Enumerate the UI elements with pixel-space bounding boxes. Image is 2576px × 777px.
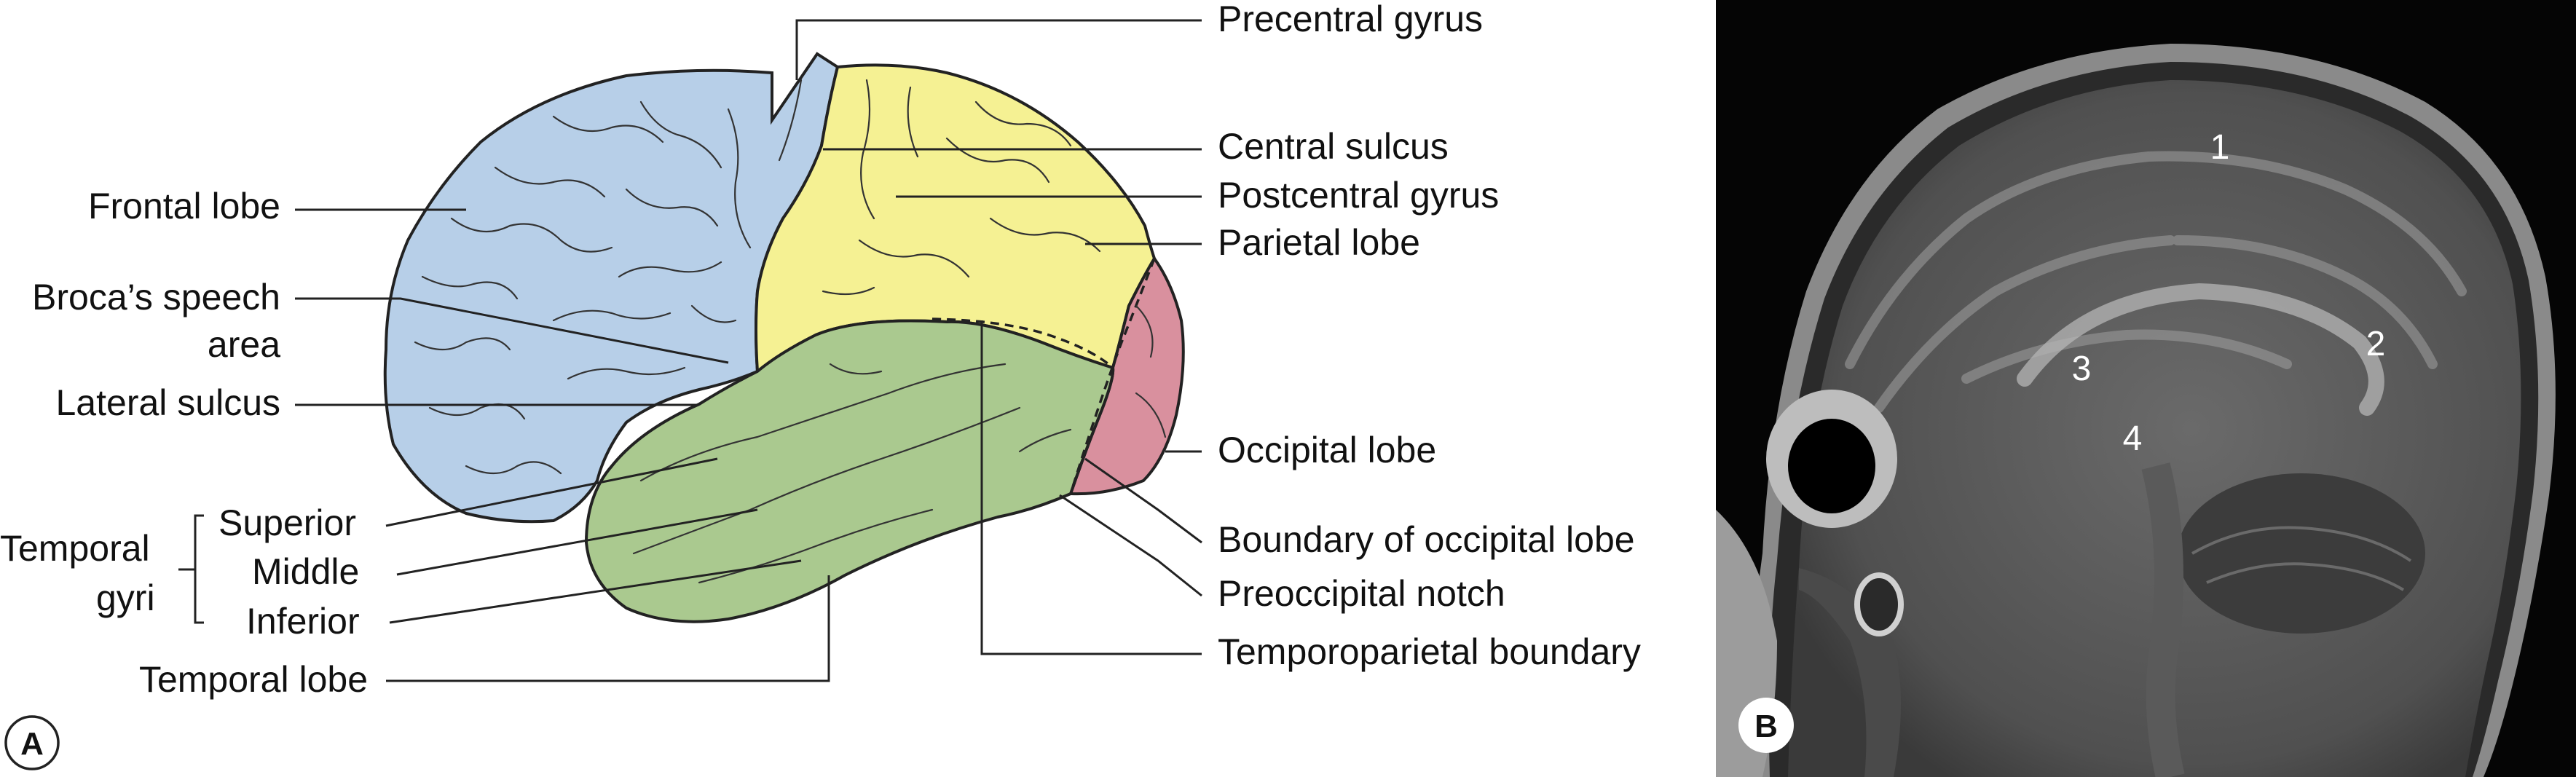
panel-b-mri: 1 2 3 4 B	[1716, 0, 2576, 777]
label-inferior: Inferior	[246, 601, 360, 642]
label-superior: Superior	[218, 502, 356, 543]
label-central-sulcus: Central sulcus	[1218, 126, 1449, 167]
label-precentral-gyrus: Precentral gyrus	[1218, 0, 1483, 39]
label-middle: Middle	[252, 551, 359, 592]
mri-label-4: 4	[2123, 419, 2143, 458]
mri-orbit	[1766, 390, 1897, 528]
label-boundary-occipital-lobe: Boundary of occipital lobe	[1218, 519, 1635, 560]
mri-label-1: 1	[2210, 128, 2230, 167]
label-temporal-gyri-line2: gyri	[96, 577, 155, 618]
leader-lines	[178, 19, 1202, 682]
panel-a-badge: A	[4, 715, 60, 770]
mri-white-matter	[1845, 151, 2467, 413]
panel-a: Precentral gyrus Central sulcus Postcent…	[0, 0, 1641, 770]
mri-corpus-callosum	[2017, 283, 2384, 416]
label-preoccipital-notch: Preoccipital notch	[1218, 573, 1505, 614]
mri-label-3: 3	[2072, 350, 2092, 388]
mri-cerebellum	[2141, 462, 2425, 777]
label-lateral-sulcus: Lateral sulcus	[56, 382, 281, 423]
label-broca-line2: area	[208, 324, 280, 365]
panel-b-badge: B	[1738, 698, 1794, 753]
occipital-lobe-region	[1068, 256, 1185, 496]
badge-b-text: B	[1754, 709, 1778, 744]
label-parietal-lobe: Parietal lobe	[1218, 222, 1420, 263]
mri-label-2: 2	[2366, 325, 2386, 363]
label-postcentral-gyrus: Postcentral gyrus	[1218, 175, 1499, 216]
label-temporal-gyri-line1: Temporal	[0, 528, 150, 569]
badge-a-text: A	[20, 726, 44, 762]
parieto-occipital-dashed-boundary	[1069, 258, 1156, 494]
label-occipital-lobe: Occipital lobe	[1218, 430, 1436, 470]
temporoparietal-dashed-boundary	[931, 317, 1114, 369]
cortical-folds	[414, 79, 1167, 584]
label-frontal-lobe: Frontal lobe	[88, 186, 280, 226]
label-temporoparietal-boundary: Temporoparietal boundary	[1218, 631, 1641, 672]
label-broca-line1: Broca’s speech	[32, 277, 280, 317]
label-temporal-lobe: Temporal lobe	[139, 659, 368, 700]
